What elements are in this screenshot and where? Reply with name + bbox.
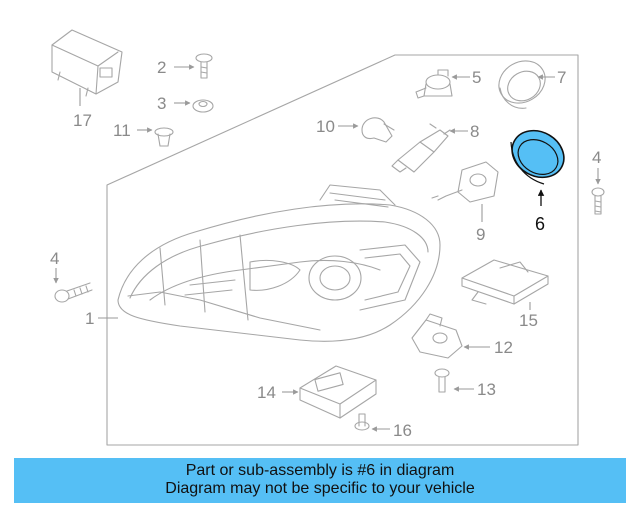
screw-2 [195,53,213,79]
callout-16: 16 [393,421,412,440]
callout-13: 13 [477,380,496,399]
bulb-8 [391,123,451,173]
callout-1: 1 [85,309,94,328]
callout-4-right: 4 [592,148,601,167]
module-15 [461,259,549,305]
callout-12: 12 [494,338,513,357]
callout-7: 7 [557,68,566,87]
callout-9: 9 [476,225,485,244]
assembly-frame [106,54,579,446]
callout-8: 8 [470,122,479,141]
info-banner: Part or sub-assembly is #6 in diagram Di… [14,458,626,503]
screw-13 [434,368,450,393]
clip-11 [154,127,174,147]
bulb-9 [431,161,499,203]
bulb-socket-5 [415,69,453,99]
cap-6-highlighted [510,129,565,185]
bolt-4-left [54,282,93,303]
screw-16 [354,413,370,431]
callout-2: 2 [157,58,166,77]
headlamp-assembly [117,184,441,342]
banner-line-2: Diagram may not be specific to your vehi… [165,480,475,497]
callout-4-left: 4 [50,249,59,268]
callout-17: 17 [73,111,92,130]
callout-3: 3 [157,94,166,113]
ballast-14 [299,365,377,419]
control-module-17 [51,29,123,97]
cap-7 [498,60,546,109]
callout-10: 10 [316,117,335,136]
washer-3 [192,99,214,113]
bracket-12 [411,313,463,359]
callout-5: 5 [472,68,481,87]
callout-14: 14 [257,383,276,402]
parts-diagram: 17 2 3 11 4 1 5 [50,29,605,446]
banner-line-1: Part or sub-assembly is #6 in diagram [185,462,455,479]
callout-11: 11 [113,121,131,140]
callout-15: 15 [519,311,538,330]
bulb-10 [361,117,395,143]
screw-4-right [591,187,605,215]
callout-6: 6 [535,214,545,234]
